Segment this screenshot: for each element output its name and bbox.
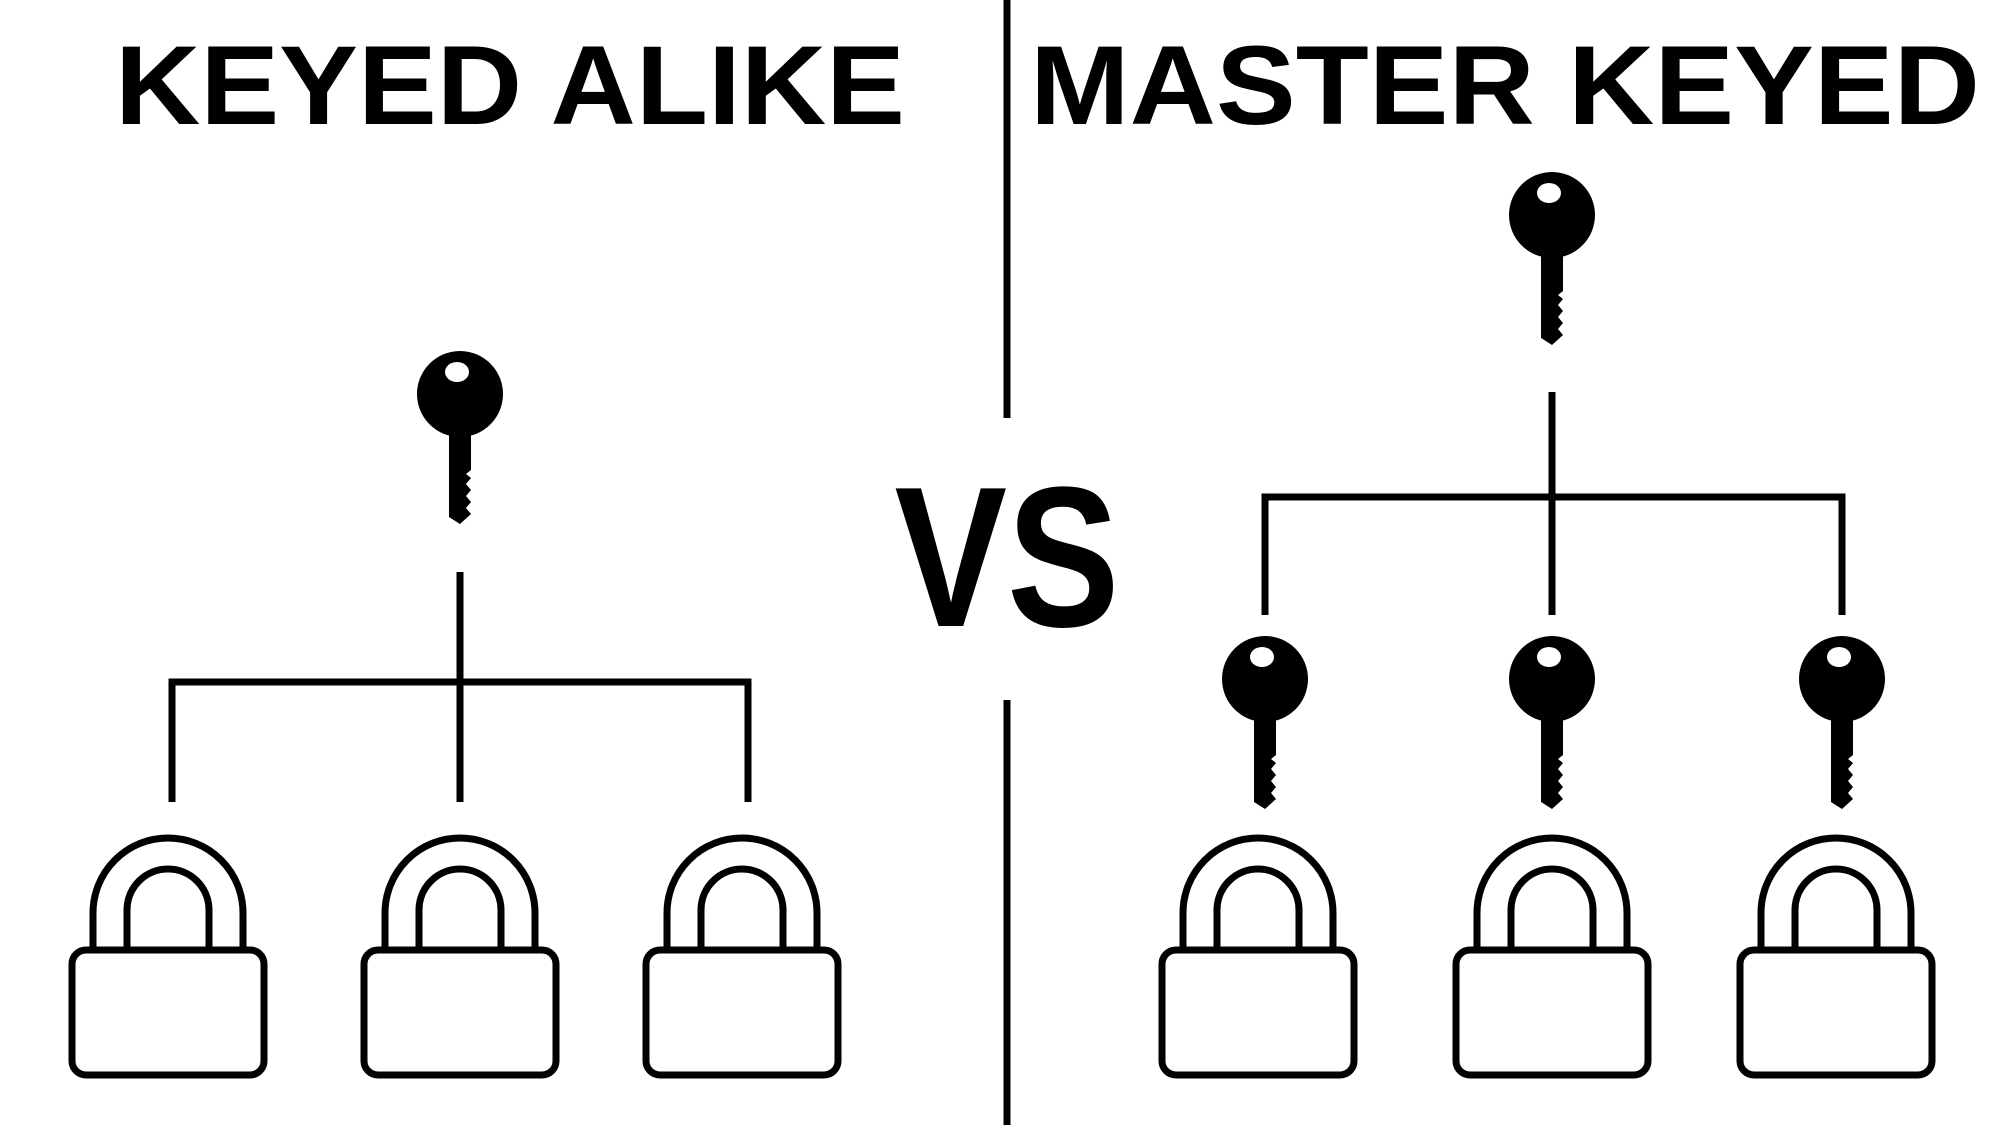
master-keyed-connectors xyxy=(1261,392,1846,615)
padlock-icon xyxy=(1162,838,1354,1075)
keyed-alike-diagram xyxy=(72,351,838,1075)
key-icon xyxy=(417,351,503,524)
master-keyed-diagram xyxy=(1162,172,1932,1075)
keyed-alike-connectors xyxy=(168,572,752,802)
right-title: MASTER KEYED xyxy=(1030,23,1980,148)
padlock-icon xyxy=(1456,838,1648,1075)
padlock-icon xyxy=(72,838,264,1075)
key-icon xyxy=(1509,172,1595,345)
key-icon xyxy=(1222,636,1308,809)
vs-label: VS xyxy=(895,446,1120,669)
padlock-icon xyxy=(646,838,838,1075)
padlock-icon xyxy=(364,838,556,1075)
padlock-icon xyxy=(1740,838,1932,1075)
left-title: KEYED ALIKE xyxy=(115,23,905,148)
key-icon xyxy=(1509,636,1595,809)
key-icon xyxy=(1799,636,1885,809)
